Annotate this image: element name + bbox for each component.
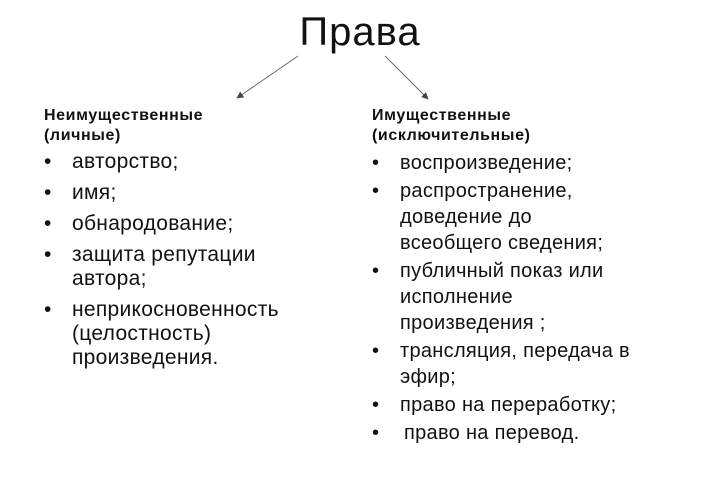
list-item: обнародование;	[44, 212, 344, 236]
list-item: неприкосновенность(целостность)произведе…	[44, 298, 344, 370]
property-rights-column: Имущественные (исключительные) воспроизв…	[372, 106, 708, 448]
property-rights-list: воспроизведение; распространение,доведен…	[372, 150, 708, 446]
diagram-title: Права	[299, 10, 421, 54]
list-item: публичный показ илиисполнениепроизведени…	[372, 258, 708, 336]
list-item: авторство;	[44, 150, 344, 174]
heading-line: (исключительные)	[372, 127, 531, 144]
non-property-rights-heading: Неимущественные (личные)	[44, 106, 344, 146]
heading-line: (личные)	[44, 127, 121, 144]
list-item: имя;	[44, 181, 344, 205]
list-item: право на переработку;	[372, 392, 708, 418]
heading-line: Имущественные	[372, 107, 512, 124]
heading-line: Неимущественные	[44, 107, 204, 124]
property-rights-heading: Имущественные (исключительные)	[372, 106, 708, 146]
list-item: воспроизведение;	[372, 150, 708, 176]
arrow-right	[384, 55, 429, 100]
non-property-rights-list: авторство; имя; обнародование; защита ре…	[44, 150, 344, 370]
list-item: право на перевод.	[372, 420, 708, 446]
arrow-left	[236, 55, 299, 99]
non-property-rights-column: Неимущественные (личные) авторство; имя;…	[44, 106, 344, 377]
